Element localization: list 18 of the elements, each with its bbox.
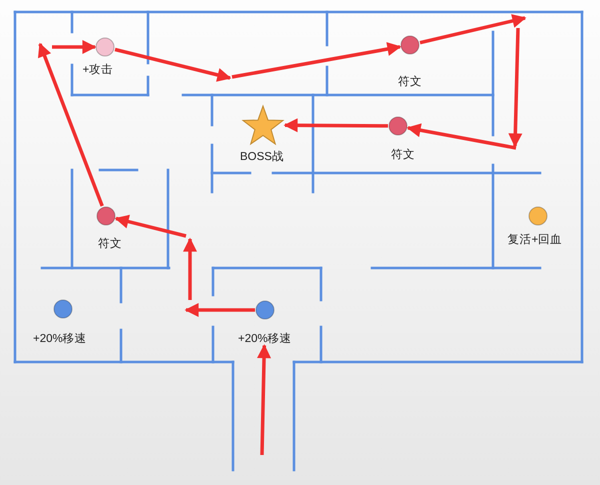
room-label: 符文 bbox=[398, 76, 422, 88]
route-arrow bbox=[420, 14, 526, 44]
route-arrow bbox=[52, 40, 96, 54]
room-label: 符文 bbox=[98, 238, 122, 250]
route-arrow bbox=[284, 118, 388, 132]
route-arrow bbox=[232, 42, 402, 79]
route-arrow bbox=[184, 303, 255, 317]
route-arrow bbox=[114, 48, 232, 82]
route-arrow bbox=[257, 344, 272, 456]
room-label: 复活+回血 bbox=[508, 234, 562, 246]
room-label: +攻击 bbox=[82, 64, 114, 76]
route-arrow bbox=[114, 214, 186, 238]
room-label: BOSS战 bbox=[240, 150, 284, 164]
room-label: +20%移速 bbox=[33, 332, 87, 346]
route-arrow bbox=[38, 42, 104, 207]
route-arrow bbox=[406, 123, 516, 150]
room-label: 符文 bbox=[391, 148, 415, 162]
room-label: +20%移速 bbox=[238, 332, 292, 346]
